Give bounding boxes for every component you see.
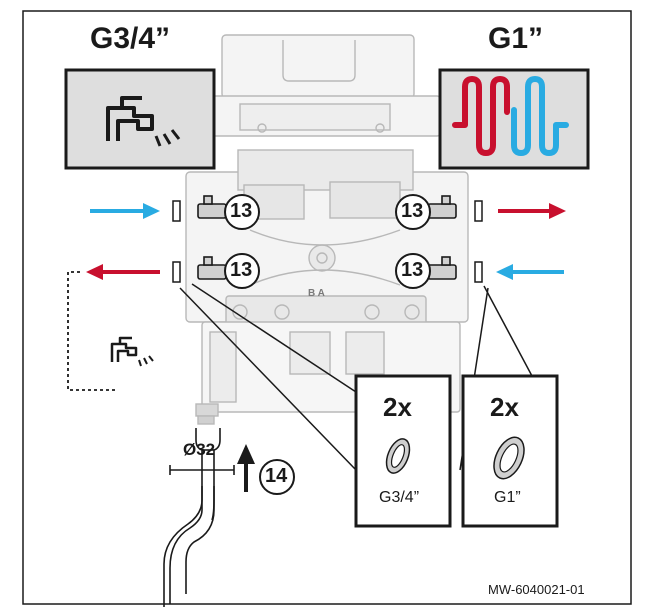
valve-position-letters: B A [308,288,325,299]
callout-13-markers [224,194,431,289]
dhw-panel [64,68,216,170]
dhw-outlet-branch [67,271,118,391]
hot-water-outlet-arrow [86,264,160,280]
callout-14-circle [259,459,295,495]
callout-13-label: 13 [401,259,424,281]
siphon-icon [163,428,235,607]
callout-13-label: 13 [230,259,253,281]
seal-quantity-left: 2x [383,392,412,422]
flow-arrows [86,203,566,280]
document-reference: MW-6040021-01 [488,582,585,597]
callout-13-circle [224,194,260,230]
seal-quantity-right: 2x [490,392,519,422]
heating-thread-size-label: G1” [488,22,544,55]
heating-return-arrow [496,264,564,280]
cold-water-inlet-arrow [90,203,160,219]
seal-ring-icon [493,436,525,480]
pipe-diameter-label: Ø32 [183,440,216,459]
callout-13-label: 13 [230,200,253,222]
seal-ring-icon [385,438,411,474]
tap-icon [106,96,181,147]
tap-icon [110,336,154,367]
callout-14-label: 14 [265,465,288,487]
boiler-hydraulic-block [185,34,469,425]
frame-border [22,10,632,605]
callout-13-circle [395,253,431,289]
seal-thread-g1-label: G1” [494,489,521,506]
drain-up-arrow [237,444,255,492]
callout-13-circle [395,194,431,230]
seal-thread-g34-label: G3/4” [379,489,420,506]
callout-13-circle [224,253,260,289]
radiator-icon [452,76,569,156]
pipe-connection-markers [172,200,483,283]
dhw-thread-size-label: G3/4” [90,22,171,55]
callout-13-label: 13 [401,200,424,222]
heating-flow-arrow [498,203,566,219]
